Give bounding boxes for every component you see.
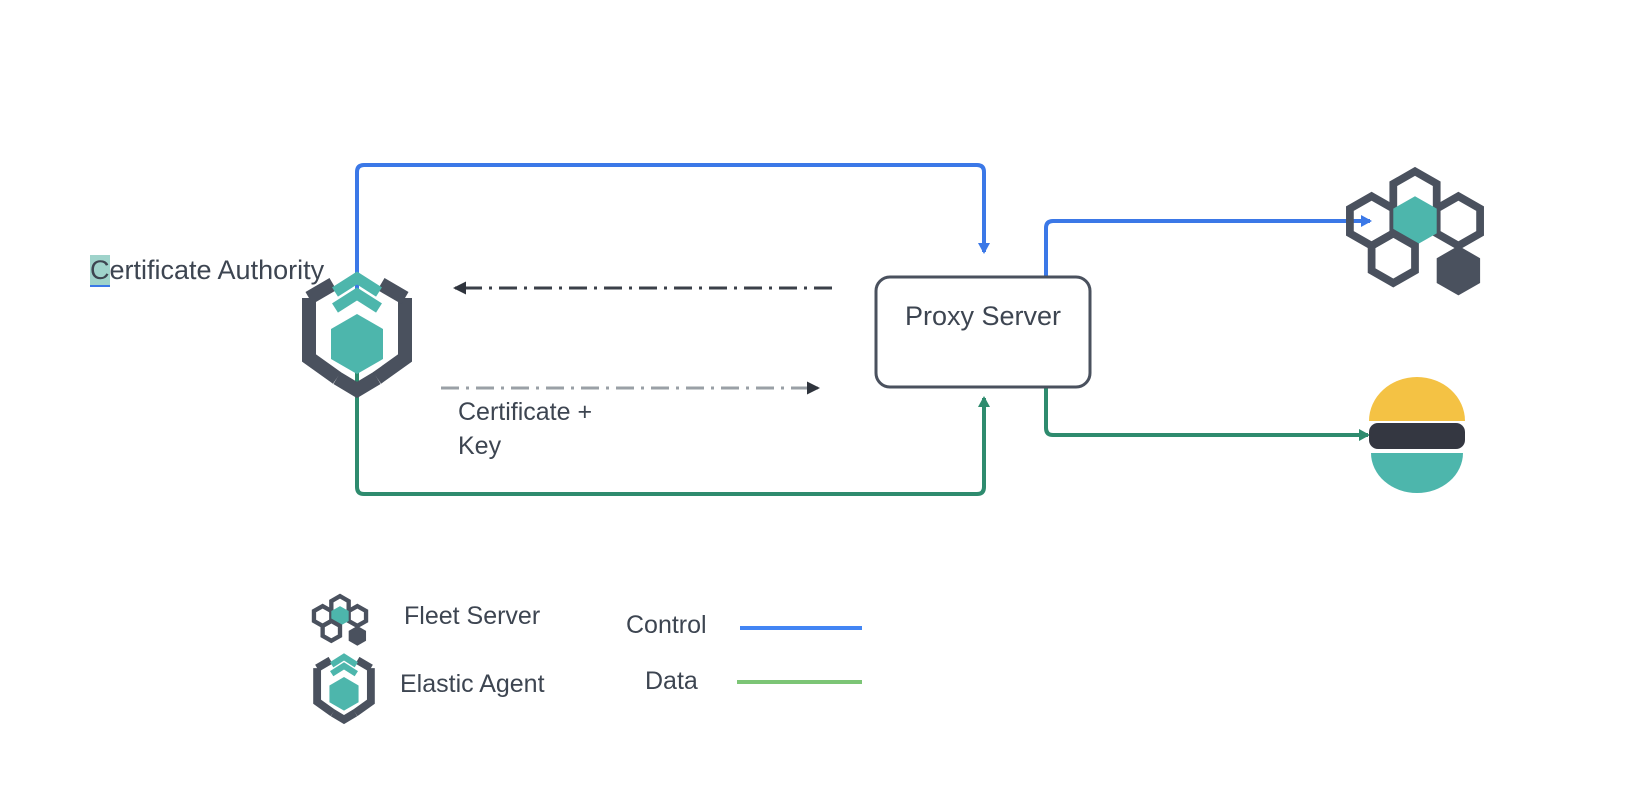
legend-elastic-agent-icon (313, 653, 375, 725)
legend-fleet-server-icon (311, 593, 369, 646)
legend-item-elastic-agent-label: Elastic Agent (400, 670, 545, 698)
fleet-server-icon (1346, 166, 1484, 296)
data-path-proxy-to-elasticsearch (1044, 388, 1370, 441)
elastic-agent-icon (302, 271, 412, 399)
certificate-key-label-line1: Certificate + (458, 398, 593, 426)
control-path-proxy-to-fleet (1044, 215, 1372, 276)
certificate-key-label: Certificate + Key (458, 396, 592, 464)
control-path-agent-to-proxy (355, 163, 990, 300)
proxy-server-box (874, 275, 1092, 389)
legend-line-data-label: Data (645, 667, 698, 695)
data-path-agent-to-proxy (355, 372, 990, 496)
legend-item-fleet-server-label: Fleet Server (404, 602, 541, 630)
certificate-authority-label: Certificate Authority (90, 254, 324, 288)
legend-line-control-label: Control (626, 611, 707, 639)
proxy-server-label: Proxy Server (904, 301, 1062, 331)
certificate-authority-label-rest: ertificate Authority (109, 255, 325, 285)
elasticsearch-icon (1369, 377, 1465, 493)
certificate-authority-label-highlight: C (90, 255, 110, 285)
certificate-key-label-line2: Key (458, 431, 502, 460)
